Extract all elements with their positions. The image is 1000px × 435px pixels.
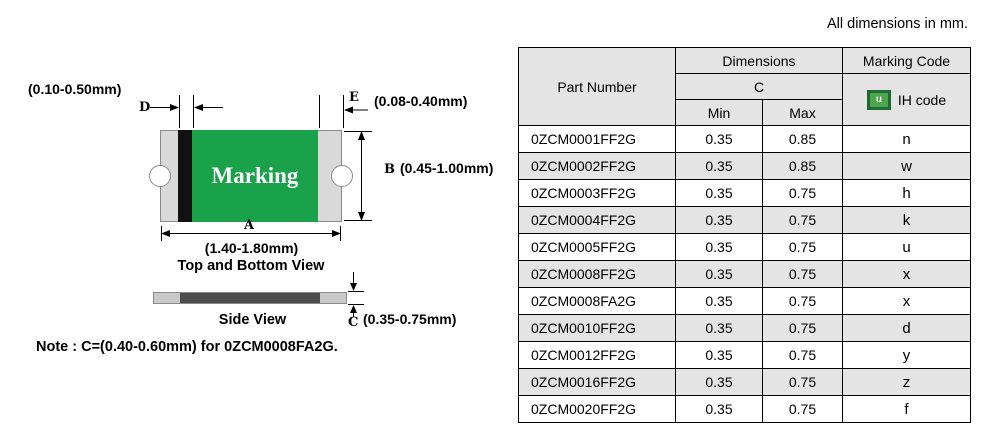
ih-code-label: IH code (897, 91, 947, 108)
header-part-number: Part Number (518, 47, 676, 126)
min-cell: 0.35 (675, 152, 763, 180)
marking-code-cell: u (842, 233, 971, 261)
min-cell: 0.35 (675, 233, 763, 261)
table-body: 0ZCM0001FF2G 0.35 0.85 n 0ZCM0002FF2G 0.… (518, 125, 971, 423)
part-number-cell: 0ZCM0020FF2G (518, 395, 676, 423)
max-cell: 0.85 (762, 152, 843, 180)
dim-e-letter: E (349, 90, 359, 105)
dimension-arrows (150, 95, 372, 317)
header-ih-code: u IH code (842, 73, 971, 126)
table-header: Part Number Dimensions Marking Code C u … (518, 47, 971, 126)
min-cell: 0.35 (675, 260, 763, 288)
max-cell: 0.75 (762, 233, 843, 261)
dim-e-value: (0.08-0.40mm) (374, 93, 468, 109)
part-number-cell: 0ZCM0010FF2G (518, 314, 676, 342)
max-cell: 0.75 (762, 206, 843, 234)
max-cell: 0.75 (762, 179, 843, 207)
header-dimensions: Dimensions (675, 47, 843, 74)
part-number-cell: 0ZCM0008FF2G (518, 260, 676, 288)
chip-marking-glyph: u (869, 92, 888, 107)
min-cell: 0.35 (675, 287, 763, 315)
marking-code-cell: n (842, 125, 971, 153)
table-row: 0ZCM0002FF2G 0.35 0.85 w (518, 152, 971, 180)
table-row: 0ZCM0001FF2G 0.35 0.85 n (518, 125, 971, 153)
max-cell: 0.75 (762, 314, 843, 342)
dim-c-letter: C (348, 315, 359, 330)
marking-code-cell: x (842, 287, 971, 315)
table-row: 0ZCM0016FF2G 0.35 0.75 z (518, 368, 971, 396)
part-number-cell: 0ZCM0005FF2G (518, 233, 676, 261)
chip-icon: u (866, 89, 891, 110)
dim-c-value: (0.35-0.75mm) (363, 311, 457, 327)
max-cell: 0.85 (762, 125, 843, 153)
header-min: Min (675, 99, 763, 126)
component-green-face (192, 130, 318, 222)
top-bottom-view-label: Top and Bottom View (177, 258, 325, 274)
side-view-dark-band (180, 293, 320, 303)
table-row: 0ZCM0003FF2G 0.35 0.75 h (518, 179, 971, 207)
marking-code-cell: h (842, 179, 971, 207)
table-row: 0ZCM0004FF2G 0.35 0.75 k (518, 206, 971, 234)
part-number-table: Part Number Dimensions Marking Code C u … (518, 47, 971, 423)
min-cell: 0.35 (675, 395, 763, 423)
marking-code-cell: y (842, 341, 971, 369)
part-number-cell: 0ZCM0008FA2G (518, 287, 676, 315)
max-cell: 0.75 (762, 341, 843, 369)
max-cell: 0.75 (762, 395, 843, 423)
spec-table: Part Number Dimensions Marking Code C u … (518, 47, 971, 423)
footnote: Note : C=(0.40-0.60mm) for 0ZCM0008FA2G. (36, 339, 338, 355)
units-note: All dimensions in mm. (826, 16, 968, 32)
table-row: 0ZCM0005FF2G 0.35 0.75 u (518, 233, 971, 261)
max-cell: 0.75 (762, 287, 843, 315)
table-row: 0ZCM0008FA2G 0.35 0.75 x (518, 287, 971, 315)
dim-b-letter: B (384, 162, 395, 177)
dim-d-value: (0.10-0.50mm) (28, 81, 122, 97)
table-row: 0ZCM0008FF2G 0.35 0.75 x (518, 260, 971, 288)
left-notch (149, 165, 171, 187)
marking-code-cell: k (842, 206, 971, 234)
dim-d-letter: D (139, 100, 151, 115)
marking-code-cell: f (842, 395, 971, 423)
table-row: 0ZCM0010FF2G 0.35 0.75 d (518, 314, 971, 342)
marking-text: Marking (211, 163, 299, 188)
dimension-diagram: Marking (0.10-0.50mm) D E (0.08-0.40mm) … (28, 81, 494, 355)
polarity-stripe (178, 130, 192, 222)
min-cell: 0.35 (675, 125, 763, 153)
side-view-label: Side View (218, 312, 287, 328)
marking-code-cell: z (842, 368, 971, 396)
min-cell: 0.35 (675, 314, 763, 342)
dim-a-letter: A (244, 218, 255, 233)
marking-code-cell: x (842, 260, 971, 288)
dim-b-value: (0.45-1.00mm) (400, 160, 494, 176)
table-row: 0ZCM0012FF2G 0.35 0.75 y (518, 341, 971, 369)
min-cell: 0.35 (675, 179, 763, 207)
part-number-cell: 0ZCM0001FF2G (518, 125, 676, 153)
part-number-cell: 0ZCM0002FF2G (518, 152, 676, 180)
right-notch (331, 165, 353, 187)
marking-code-cell: w (842, 152, 971, 180)
header-dimension-c: C (675, 73, 843, 100)
min-cell: 0.35 (675, 341, 763, 369)
part-number-cell: 0ZCM0004FF2G (518, 206, 676, 234)
part-number-cell: 0ZCM0003FF2G (518, 179, 676, 207)
min-cell: 0.35 (675, 206, 763, 234)
marking-code-cell: d (842, 314, 971, 342)
min-cell: 0.35 (675, 368, 763, 396)
part-number-cell: 0ZCM0012FF2G (518, 341, 676, 369)
table-row: 0ZCM0020FF2G 0.35 0.75 f (518, 395, 971, 423)
max-cell: 0.75 (762, 368, 843, 396)
part-number-cell: 0ZCM0016FF2G (518, 368, 676, 396)
max-cell: 0.75 (762, 260, 843, 288)
dim-a-value: (1.40-1.80mm) (204, 240, 299, 256)
header-marking-code: Marking Code (842, 47, 971, 74)
header-max: Max (762, 99, 843, 126)
